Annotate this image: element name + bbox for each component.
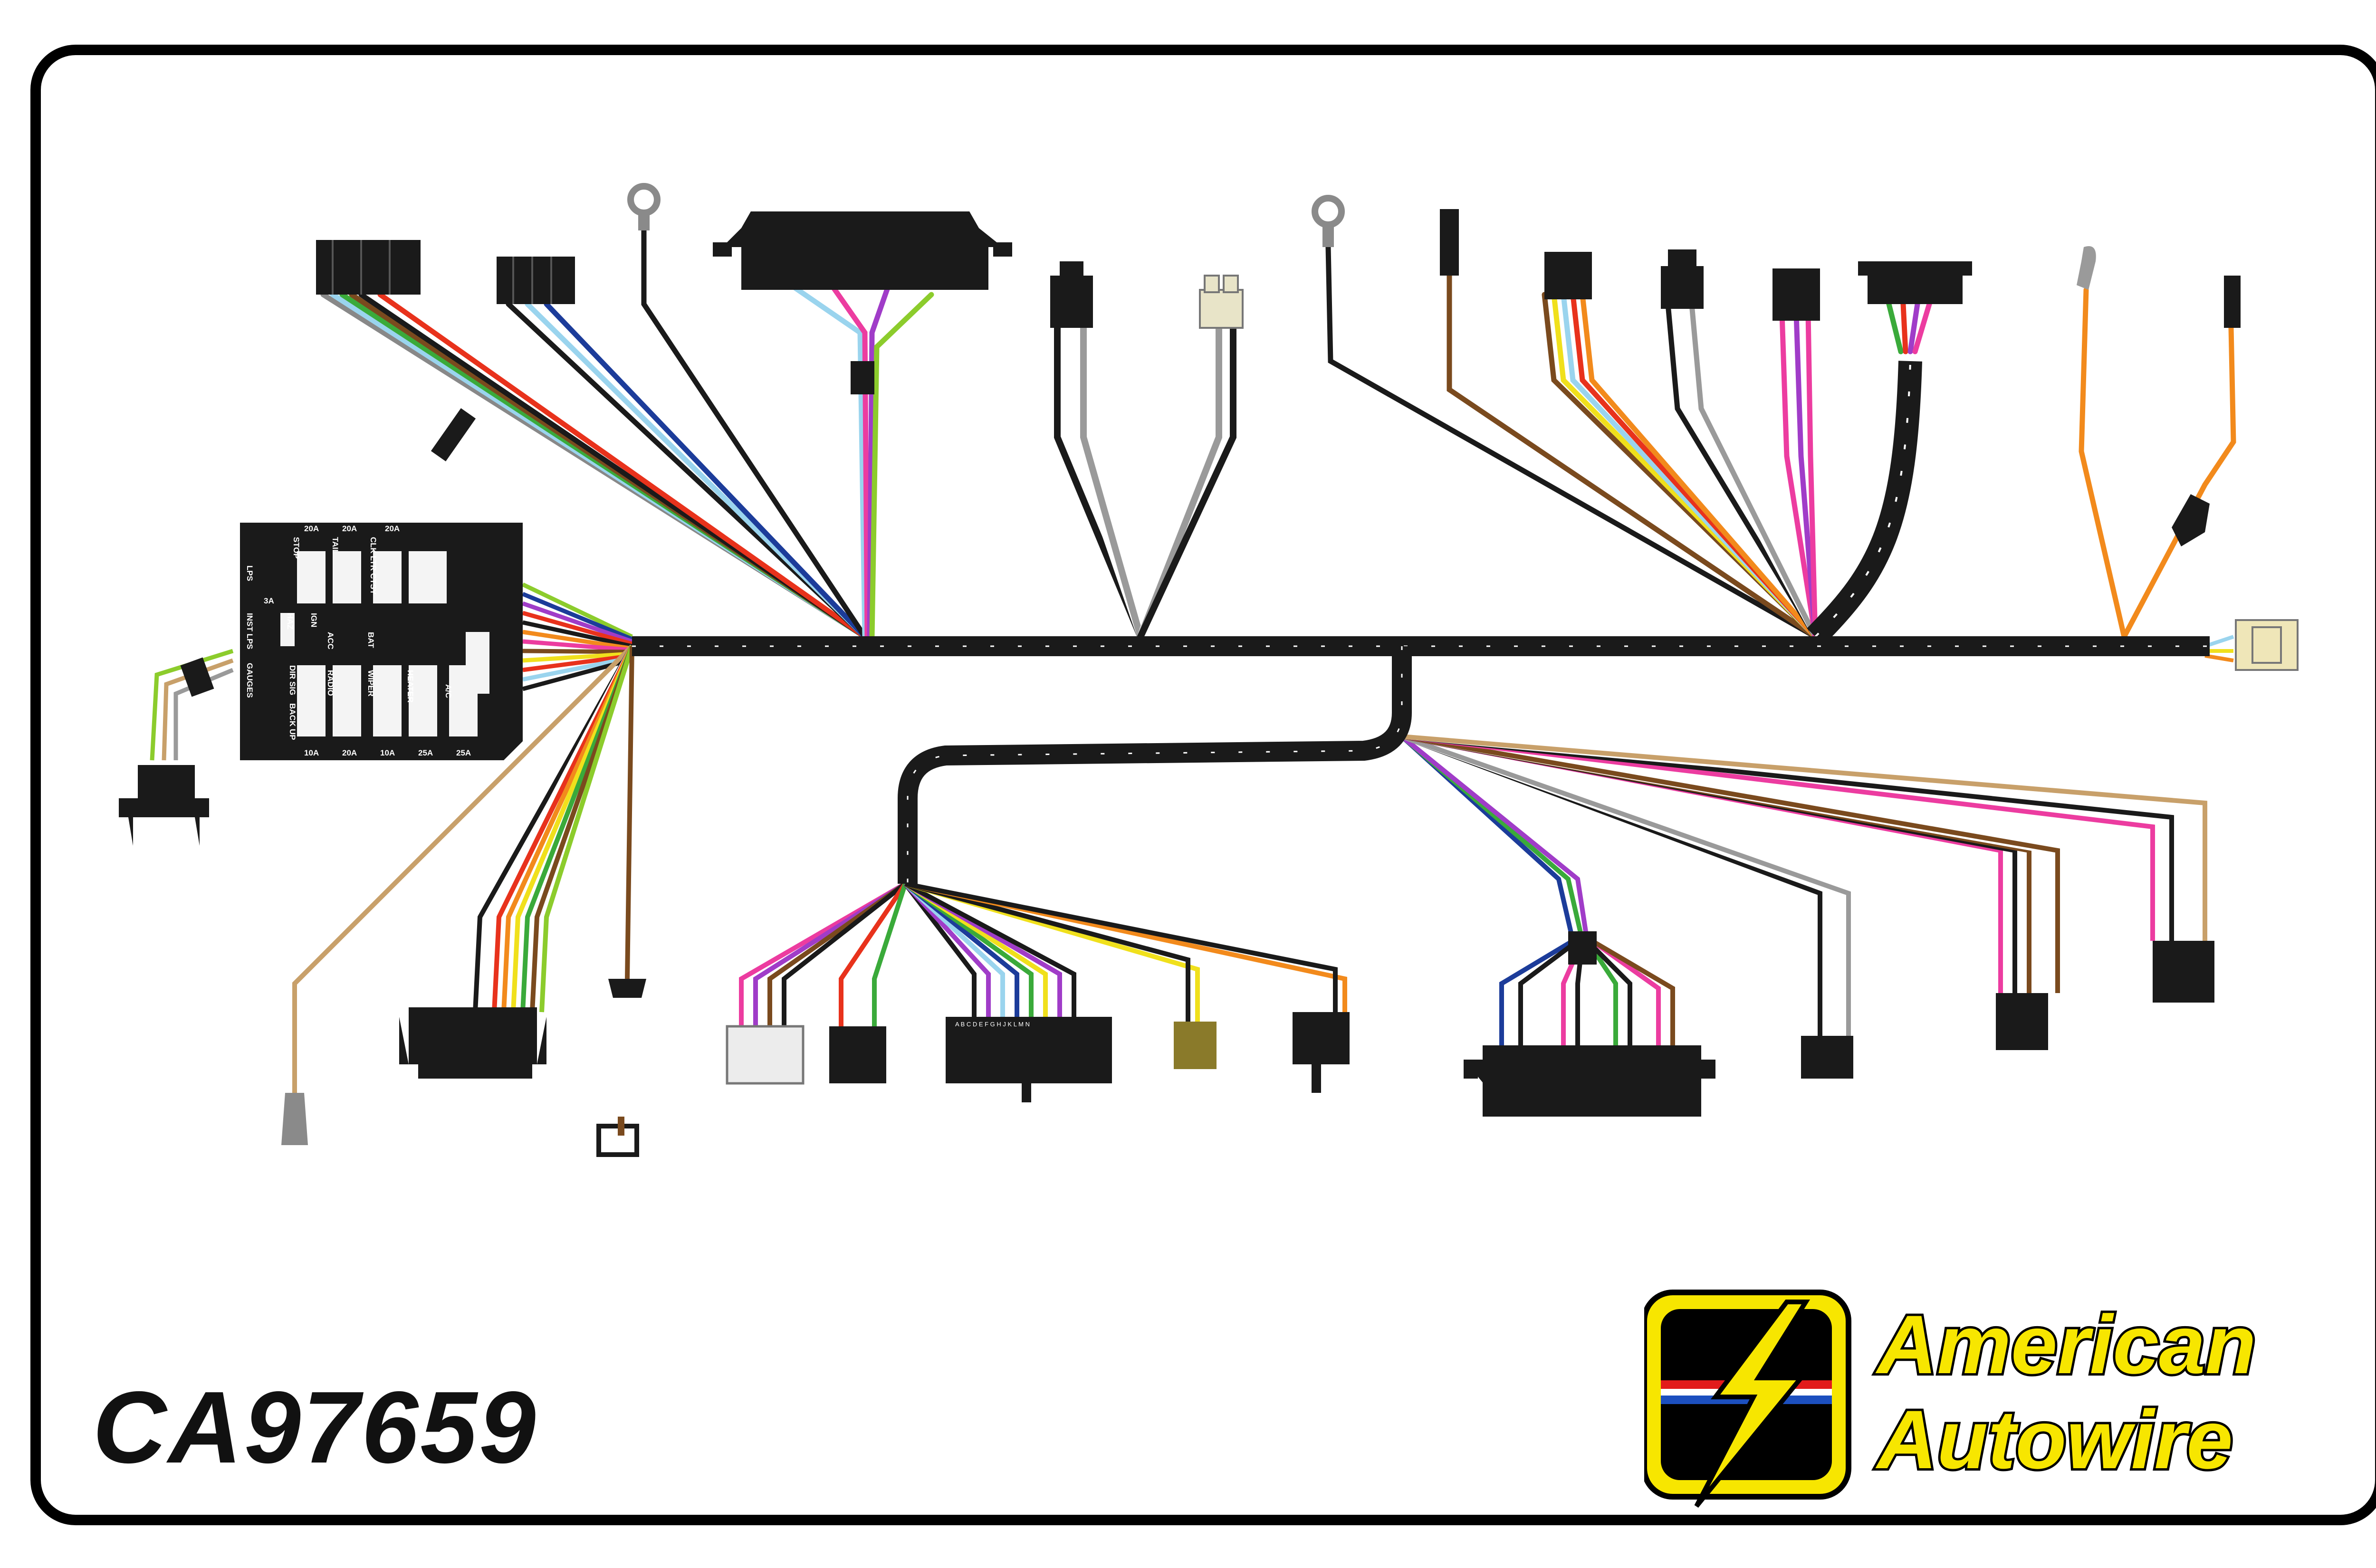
fuse-label-stop: STOP xyxy=(292,537,301,559)
fuse-label-haz: HAZ xyxy=(286,613,295,630)
connector-left-clip xyxy=(119,765,209,846)
ring-terminal-ground-2 xyxy=(1312,195,1345,247)
lower-center-wire-fan xyxy=(739,881,1347,1026)
fuse-label-tail: TAIL xyxy=(331,537,340,555)
connector-tan-pin xyxy=(281,1093,308,1145)
part-number: CA97659 xyxy=(93,1370,538,1484)
fuse-label-gauges: GAUGES xyxy=(245,663,254,698)
fuse-label-radio: RADIO xyxy=(326,670,335,696)
brand-line-2: Autowire xyxy=(1875,1394,2233,1486)
grommet xyxy=(608,979,646,998)
fuse-label-ign: IGN xyxy=(309,613,318,627)
connector-gauge xyxy=(497,257,575,304)
fuse-label-back-up: BACK UP xyxy=(288,703,297,740)
upper-middle-wire-bundles xyxy=(1054,325,1236,640)
fuse-rating-bottom-5: 25A xyxy=(456,748,471,757)
connector-multi-column xyxy=(1544,252,1592,299)
fuse-label-clk-ltr-ctsy: CLK LTR CTSY xyxy=(369,537,378,595)
brand-line-1: American xyxy=(1875,1299,2256,1391)
connector-headlight-switch xyxy=(713,211,1012,290)
lower-right-wire-fan xyxy=(1400,734,2207,1045)
connector-single-lower xyxy=(1293,1012,1350,1093)
connector-small-lower-right-3 xyxy=(2153,941,2214,1003)
diagram-border xyxy=(30,45,2376,1525)
fuse-rating-bottom-3: 10A xyxy=(380,748,395,757)
fuse-label-wiper: WIPER xyxy=(366,670,375,697)
fuse-label-dir-sig: DIR SIG xyxy=(288,665,297,695)
main-harness-trunk xyxy=(632,636,2210,884)
upper-left-wire-bundles xyxy=(320,223,934,640)
connector-single-pin-2 xyxy=(2224,276,2241,328)
fuse-block: 20A 20A 20A 3A 10A 20A 10A 25A 25A STOP … xyxy=(240,523,523,760)
lower-left-wire-bundles xyxy=(292,644,634,1093)
connector-white-lower xyxy=(726,1025,805,1085)
fuse-label-lps: LPS xyxy=(245,565,254,581)
fuse-label-heater: HEATER xyxy=(406,670,415,703)
fuse-label-inst-lps: INST LPS xyxy=(245,613,254,650)
ring-terminal-ground-1 xyxy=(627,183,661,230)
fuse-rating-small: 3A xyxy=(264,596,274,605)
connector-olive xyxy=(1174,1022,1217,1069)
fuse-label-ac: A/C xyxy=(444,684,453,698)
fuse-rating-top-3: 20A xyxy=(385,524,400,533)
fuse-rating-top-2: 20A xyxy=(342,524,357,533)
lightning-bolt-icon xyxy=(1694,1300,1811,1508)
connector-stereo xyxy=(1772,268,1820,321)
connector-door-jamb-hook xyxy=(2077,246,2096,290)
upper-right-wire-bundles xyxy=(1325,244,2236,640)
fuse-label-acc: ACC xyxy=(326,632,335,650)
connector-ignition-switch: A B C D E F G H J K L M N xyxy=(946,1017,1112,1102)
connector-wiper xyxy=(1858,261,1972,304)
fuse-block-wire-fan xyxy=(150,582,633,761)
ignition-pin-letters: A B C D E F G H J K L M N xyxy=(955,1021,1030,1028)
connector-lower-right-headlight xyxy=(1464,1045,1715,1117)
fuse-label-bat: BAT xyxy=(366,632,375,648)
connector-two-pin xyxy=(1661,249,1704,309)
connector-pair-white xyxy=(1199,275,1244,329)
fuse-rating-bottom-1: 10A xyxy=(304,748,319,757)
american-autowire-logo: American Autowire xyxy=(1644,1290,2259,1508)
connector-small-lower-right-2 xyxy=(1996,993,2048,1050)
connector-end-white xyxy=(2235,619,2299,671)
fuse-rating-top-1: 20A xyxy=(304,524,319,533)
connector-small-lower-right-1 xyxy=(1801,1036,1853,1079)
connector-pair-black xyxy=(1050,261,1093,328)
connector-lamp-socket xyxy=(596,1117,639,1157)
fuse-rating-bottom-4: 25A xyxy=(418,748,433,757)
connector-black-lower xyxy=(829,1026,886,1083)
fuse-rating-bottom-2: 20A xyxy=(342,748,357,757)
connector-bulkhead-lower-left xyxy=(399,1007,546,1079)
connector-dash-cluster xyxy=(316,240,421,295)
connector-single-pin-1 xyxy=(1440,209,1459,276)
bundle-ties xyxy=(180,361,2210,965)
